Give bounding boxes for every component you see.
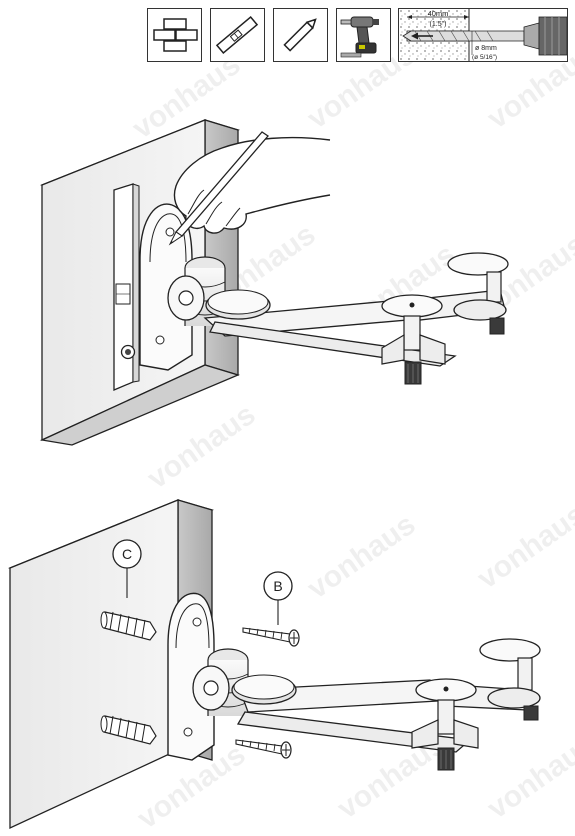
step-2-fixing: C B bbox=[8, 499, 541, 830]
callout-c: C bbox=[112, 539, 142, 598]
spirit-level bbox=[113, 183, 140, 391]
wall-bracket bbox=[167, 592, 215, 761]
wall-bracket bbox=[120, 203, 193, 371]
callout-b: B bbox=[263, 571, 293, 625]
drill-depth-imperial: (1.5") bbox=[430, 21, 447, 28]
middle-joint bbox=[381, 294, 446, 385]
spirit-level-icon bbox=[215, 15, 259, 55]
wall-plug-lower bbox=[100, 715, 157, 745]
hinge-barrel bbox=[167, 256, 226, 326]
drill-depth-metric: 40mm bbox=[428, 9, 449, 18]
drill-spec-diagram: 40mm (1.5") ø 8mm (ø 5/16") bbox=[399, 9, 568, 61]
drill-diameter-imperial: (ø 5/16") bbox=[472, 54, 497, 61]
wall-plug-upper bbox=[100, 611, 157, 641]
screw-lower bbox=[235, 739, 292, 759]
swing-arm bbox=[203, 289, 506, 367]
drill-diameter-metric: ø 8mm bbox=[475, 45, 497, 52]
swing-arm bbox=[231, 674, 529, 753]
callout-b-label: B bbox=[273, 578, 282, 594]
step-1-marking bbox=[39, 119, 509, 446]
end-joint bbox=[447, 252, 509, 335]
tool-box-drill bbox=[336, 8, 391, 62]
pencil-icon bbox=[283, 18, 317, 52]
tool-box-spirit-level bbox=[210, 8, 265, 62]
middle-joint bbox=[411, 678, 479, 771]
callout-c-label: C bbox=[122, 546, 132, 562]
drill-icon bbox=[340, 16, 379, 58]
screw-upper bbox=[242, 627, 300, 647]
hand-with-pencil bbox=[168, 131, 331, 246]
tool-box-wall-plug bbox=[147, 8, 202, 62]
end-joint bbox=[479, 638, 541, 721]
hinge-barrel bbox=[192, 648, 249, 716]
tool-box-pencil bbox=[273, 8, 328, 62]
wall-plug-icon bbox=[153, 18, 198, 52]
tool-box-drill-spec: 40mm (1.5") ø 8mm (ø 5/16") bbox=[398, 8, 568, 62]
